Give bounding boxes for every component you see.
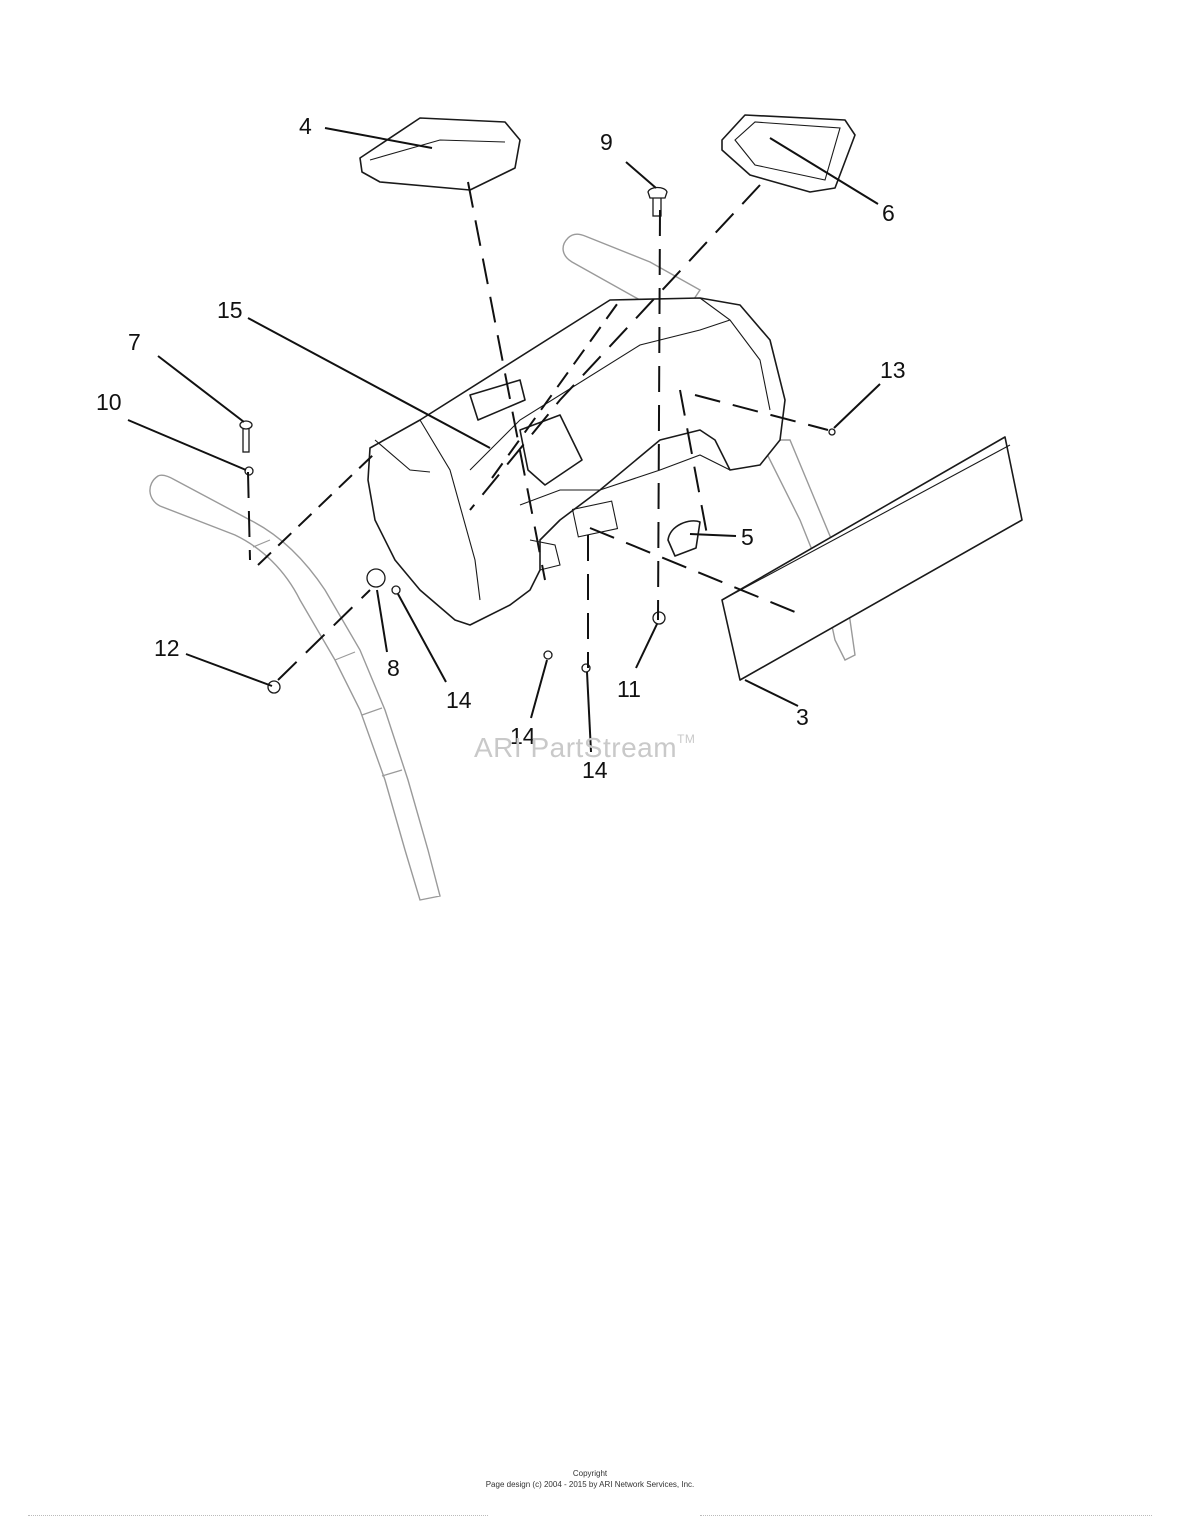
callout-14-right: 14 <box>582 757 608 783</box>
callout-14-middle: 14 <box>510 723 536 749</box>
callout-9: 9 <box>600 129 613 155</box>
callout-11: 11 <box>617 676 641 702</box>
callout-4: 4 <box>299 113 312 139</box>
callout-labels: 4 9 6 15 7 10 13 5 12 8 14 11 3 14 14 <box>96 113 906 783</box>
part-6-tray <box>721 114 856 193</box>
part-5-plate <box>667 520 701 557</box>
part-4-cover <box>359 117 521 191</box>
callout-14-left: 14 <box>446 687 472 713</box>
watermark-text: ARI PartStream <box>474 732 678 763</box>
footer-copyright: Copyright <box>572 1469 608 1478</box>
callout-13: 13 <box>880 357 906 383</box>
part-3-panel <box>721 436 1023 681</box>
footer-design-credit: Page design (c) 2004 - 2015 by ARI Netwo… <box>485 1480 695 1489</box>
watermark-trademark: TM <box>677 732 696 746</box>
callout-12: 12 <box>154 635 180 661</box>
callout-5: 5 <box>741 524 754 550</box>
footer-divider-right <box>700 1515 1152 1516</box>
console-housing <box>367 297 786 626</box>
callout-6: 6 <box>882 200 895 226</box>
callout-15: 15 <box>217 297 243 323</box>
callout-3: 3 <box>796 704 809 730</box>
callout-8: 8 <box>387 655 400 681</box>
callout-7: 7 <box>128 329 141 355</box>
leader-lines <box>127 127 881 753</box>
callout-10: 10 <box>96 389 122 415</box>
left-handle-tube <box>149 474 441 901</box>
footer-divider-left <box>28 1515 488 1516</box>
assembly-lines <box>247 181 829 681</box>
hardware <box>239 186 836 694</box>
partstream-watermark: ARI PartStreamTM <box>474 732 695 764</box>
